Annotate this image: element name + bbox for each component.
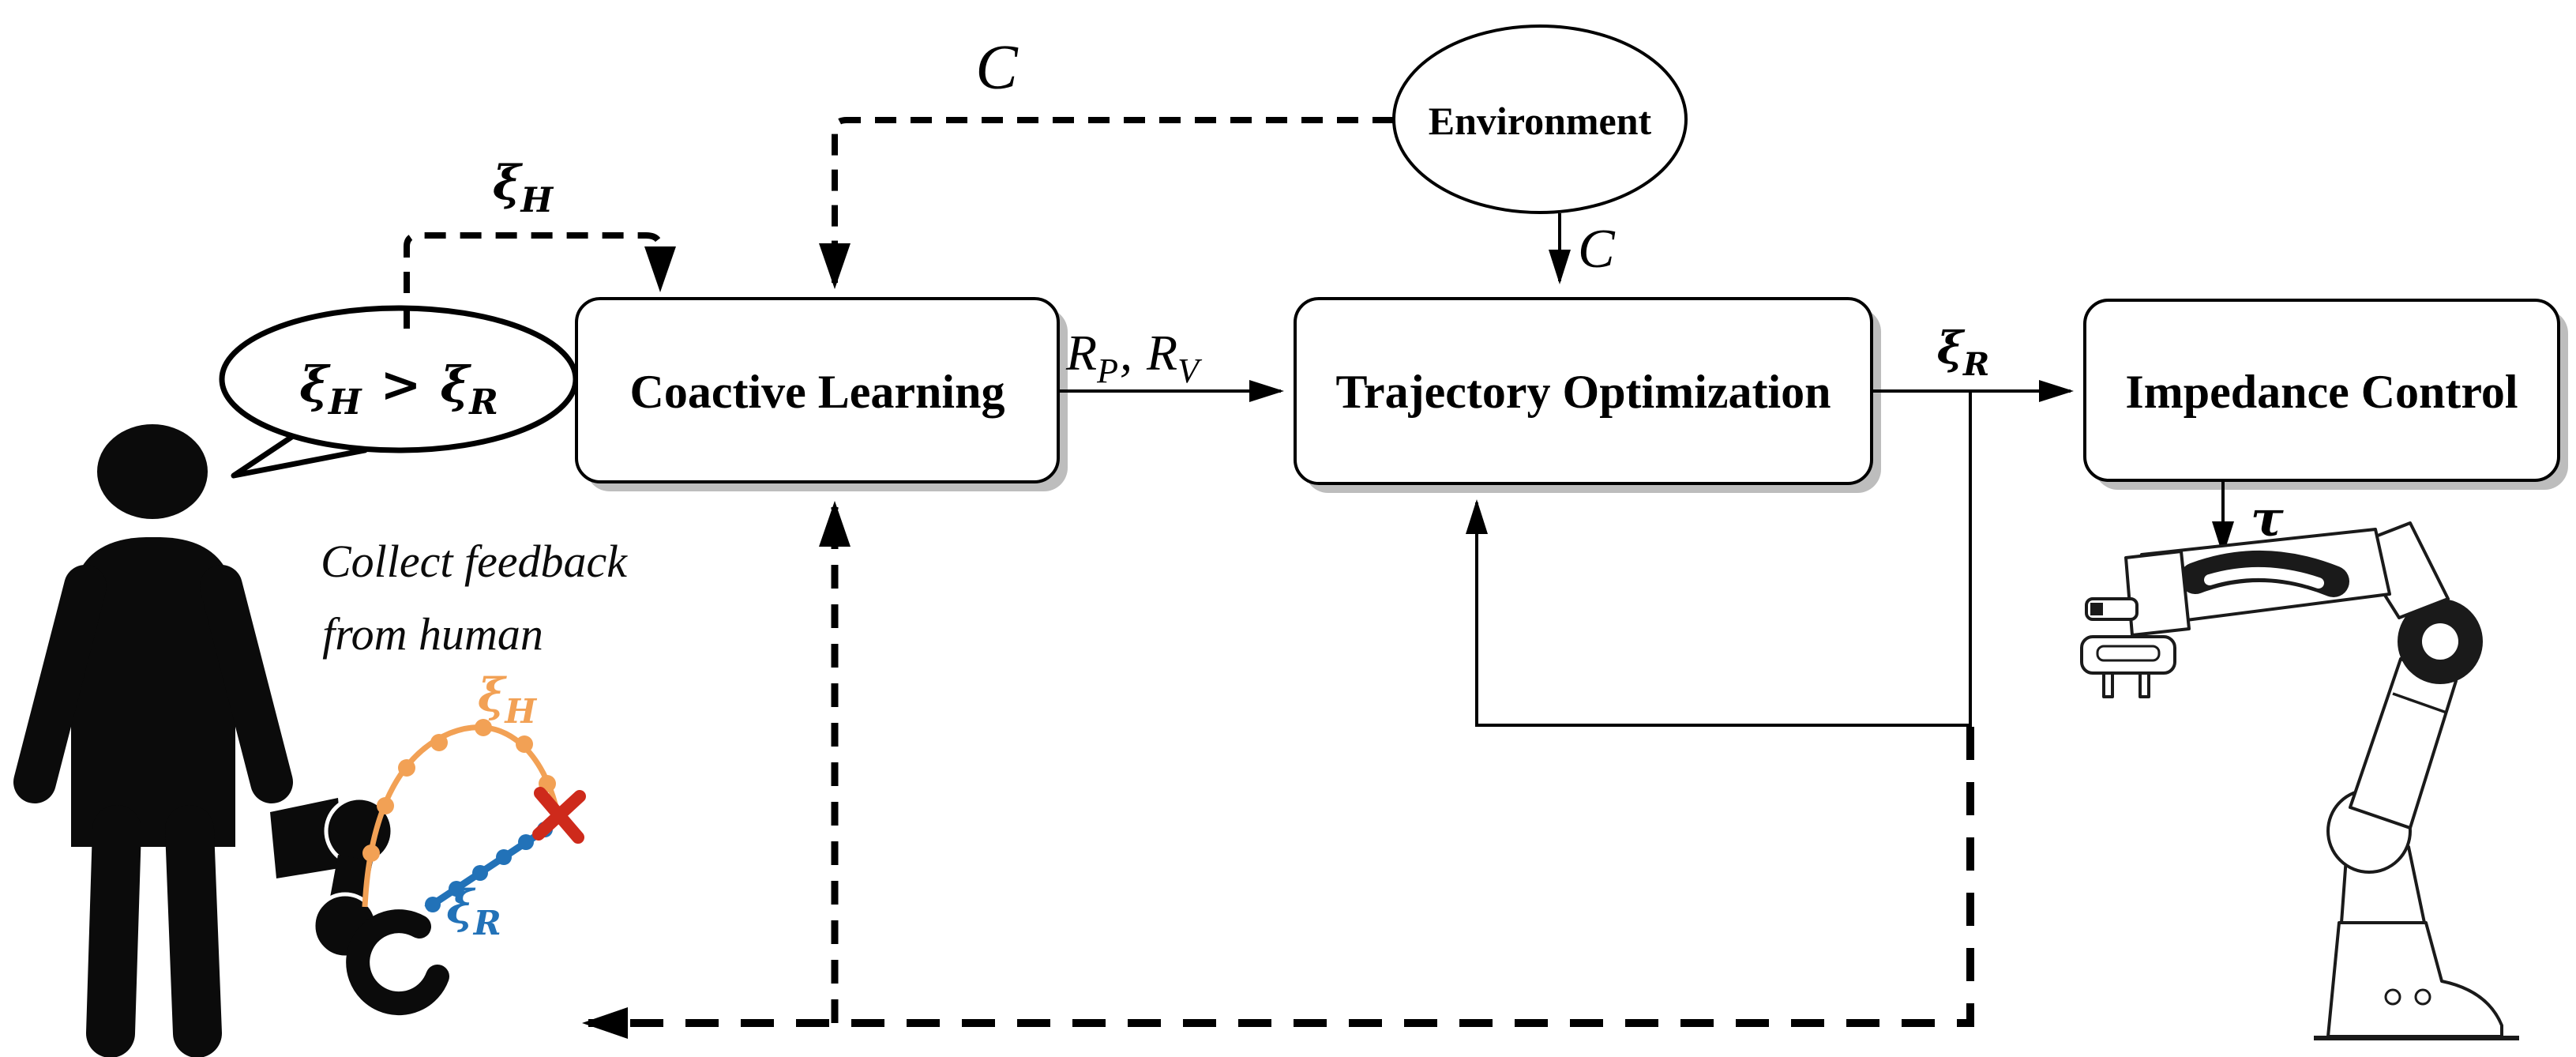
environment-to-trajectory-arrow: C <box>1549 213 1616 284</box>
torque-arrow: τ <box>2212 482 2284 556</box>
reward-arrow: RP,RV <box>1058 325 1284 402</box>
human-head <box>97 424 208 519</box>
environment-ellipse <box>1392 24 1688 214</box>
robot-prong-1 <box>2102 671 2114 698</box>
impedance-box <box>2083 299 2560 482</box>
torque-label: τ <box>2251 490 2284 547</box>
human-right-arm <box>200 565 293 803</box>
robot-trajectory-label: ξR <box>446 880 501 942</box>
human-feedback-label: ξH <box>493 156 554 220</box>
human-torso <box>71 537 235 847</box>
robot-mid-seam <box>2392 692 2447 714</box>
execution-feedback-dashed-line <box>582 727 1974 1039</box>
gripper-robot-icon <box>270 796 449 1016</box>
goal-x-marker <box>532 787 586 844</box>
human-figure <box>13 424 293 1057</box>
robot-trajectory-out-label: ξR <box>1937 322 1989 383</box>
robot-base-dot-2 <box>2414 988 2431 1006</box>
robot-base <box>2326 921 2503 1038</box>
human-trajectory-curve <box>362 724 561 908</box>
human-feedback-arrow: ξH <box>404 156 676 329</box>
impedance-label: Impedance Control <box>2125 366 2518 418</box>
human-right-leg <box>165 805 222 1057</box>
robot-sensor-nub <box>2090 603 2103 615</box>
environment-to-coactive-arrow: C <box>819 33 1394 289</box>
environment-label: Environment <box>1429 99 1652 143</box>
collect-feedback-line2: from human <box>322 608 543 660</box>
human-left-arm <box>13 565 107 803</box>
speech-bubble-text: ξH>ξR <box>299 355 498 423</box>
trajectory-feedback-loop <box>1466 393 1972 727</box>
collect-feedback-caption: Collect feedback from human <box>321 536 628 660</box>
environment-node: Environment <box>1392 24 1688 214</box>
robot-plate-slot <box>2096 645 2161 662</box>
robot-donut-hole <box>2422 623 2458 660</box>
collect-feedback-line1: Collect feedback <box>321 536 628 587</box>
reward-label: RP,RV <box>1065 325 1203 390</box>
robot-base-dot-1 <box>2384 988 2401 1006</box>
trajectory-optimization-node: Trajectory Optimization <box>1294 297 1881 493</box>
robot-shoulder-kidney <box>2180 551 2349 597</box>
impedance-control-node: Impedance Control <box>2083 299 2568 490</box>
constraints-dashed-line <box>819 117 1394 289</box>
speech-bubble: ξH>ξR <box>219 305 579 479</box>
robot-wrist <box>2124 550 2191 637</box>
human-trajectory-label: ξH <box>478 668 537 731</box>
trajectory-comparison-illustration: ξH ξR <box>270 668 586 1016</box>
robot-trajectory-arrow: ξR <box>1872 322 2074 402</box>
human-left-leg <box>86 805 141 1057</box>
robot-arm-illustration <box>2080 521 2519 1040</box>
human-feedback-dashed-line <box>404 232 676 329</box>
robot-shoulder-kidney-slot <box>2204 566 2324 589</box>
gripper-base <box>270 798 344 878</box>
trajectory-label: Trajectory Optimization <box>1335 366 1831 418</box>
robot-prong-2 <box>2139 671 2150 698</box>
constraints-label-top: C <box>975 33 1019 103</box>
gripper-claw <box>346 909 449 1016</box>
robot-mid-link <box>2349 657 2458 829</box>
coactive-label: Coactive Learning <box>630 366 1005 418</box>
coactive-learning-node: Coactive Learning <box>575 297 1068 491</box>
constraints-label-mid: C <box>1578 219 1616 280</box>
